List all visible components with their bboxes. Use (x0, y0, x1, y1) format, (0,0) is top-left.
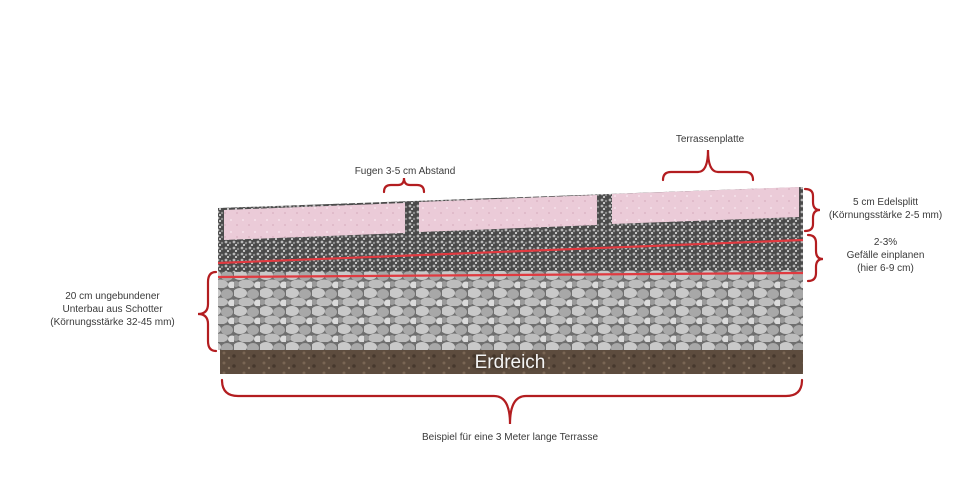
joints-label: Fugen 3-5 cm Abstand (354, 166, 456, 177)
terrace-slab (612, 187, 799, 224)
slope-bracket (806, 233, 824, 283)
slope-label-line: 2-3% (873, 237, 898, 248)
slope-line-lower (217, 271, 804, 279)
base-label-line: (Körnungsstärke 32-45 mm) (50, 317, 175, 328)
slope-label-line: (hier 6-9 cm) (857, 263, 914, 274)
base-label-line: Unterbau aus Schotter (62, 304, 163, 315)
base-label-line: 20 cm ungebundener (65, 291, 160, 302)
split-bracket (803, 187, 821, 233)
joints-bracket (382, 177, 426, 194)
example-bracket (220, 378, 804, 425)
example-label: Beispiel für eine 3 Meter lange Terrasse (421, 432, 599, 443)
soil-label: Erdreich (474, 352, 546, 373)
slab-bracket (661, 149, 755, 182)
slab-label: Terrassenplatte (675, 134, 745, 145)
split-label-line: (Körnungsstärke 2-5 mm) (828, 210, 943, 221)
split-label-line: 5 cm Edelsplitt (852, 197, 919, 208)
slope-label-line: Gefälle einplanen (846, 250, 925, 261)
soil-layer (220, 348, 803, 374)
terrace-slab (224, 203, 405, 240)
split-label: 5 cm Edelsplitt (Körnungsstärke 2-5 mm) (818, 196, 953, 222)
terrace-slab (419, 195, 597, 232)
base-label: 20 cm ungebundener Unterbau aus Schotter… (30, 290, 195, 329)
gravel-base-layer (218, 268, 803, 350)
base-bracket (197, 270, 218, 353)
slope-line-upper (217, 238, 804, 265)
slope-label: 2-3% Gefälle einplanen (hier 6-9 cm) (818, 236, 953, 275)
